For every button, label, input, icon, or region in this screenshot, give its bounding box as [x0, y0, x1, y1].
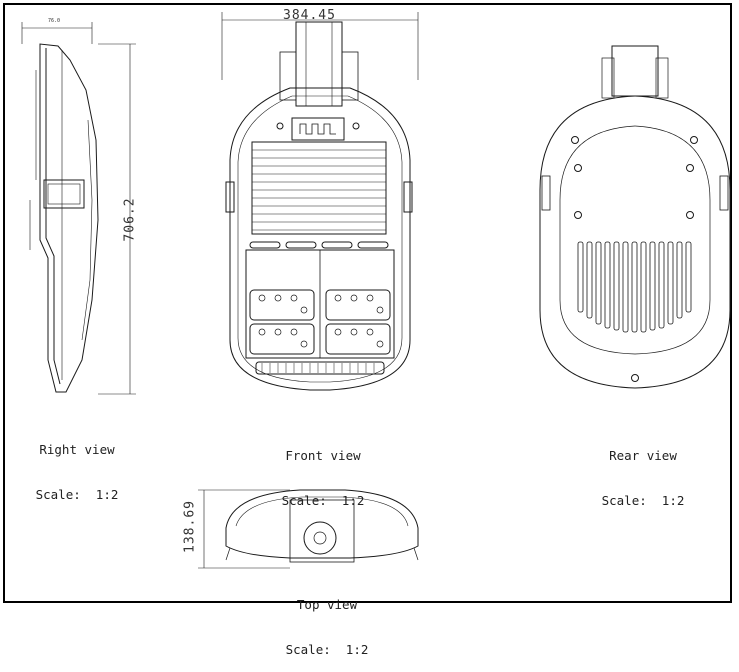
- height-dimension: 706.2: [122, 197, 138, 242]
- drawing-frame: [3, 3, 732, 603]
- front-view-name: Front view: [285, 448, 361, 463]
- right-view-name: Right view: [39, 442, 115, 457]
- rear-view-caption: Rear view Scale: 1:2: [588, 418, 698, 523]
- top-view-name: Top view: [296, 597, 358, 612]
- side-small-dimension: 76.0: [48, 18, 61, 24]
- right-view-drawing: [21, 22, 136, 395]
- right-view-scale: Scale: 1:2: [35, 487, 119, 502]
- front-view-scale: Scale: 1:2: [281, 493, 365, 508]
- rear-view-drawing: [539, 45, 731, 389]
- front-view-caption: Front view Scale: 1:2: [268, 418, 378, 523]
- top-view-scale: Scale: 1:2: [285, 642, 369, 657]
- top-view-caption: Top view Scale: 1:2: [272, 567, 382, 672]
- technical-drawing: [21, 12, 731, 569]
- right-view-caption: Right view Scale: 1:2: [22, 412, 132, 517]
- rear-view-name: Rear view: [609, 448, 677, 463]
- top-view-drawing: [198, 489, 419, 569]
- front-width-dimension: 384.45: [283, 8, 336, 23]
- rear-view-scale: Scale: 1:2: [601, 493, 685, 508]
- front-view-drawing: [221, 12, 419, 391]
- top-height-dimension: 138.69: [182, 500, 198, 553]
